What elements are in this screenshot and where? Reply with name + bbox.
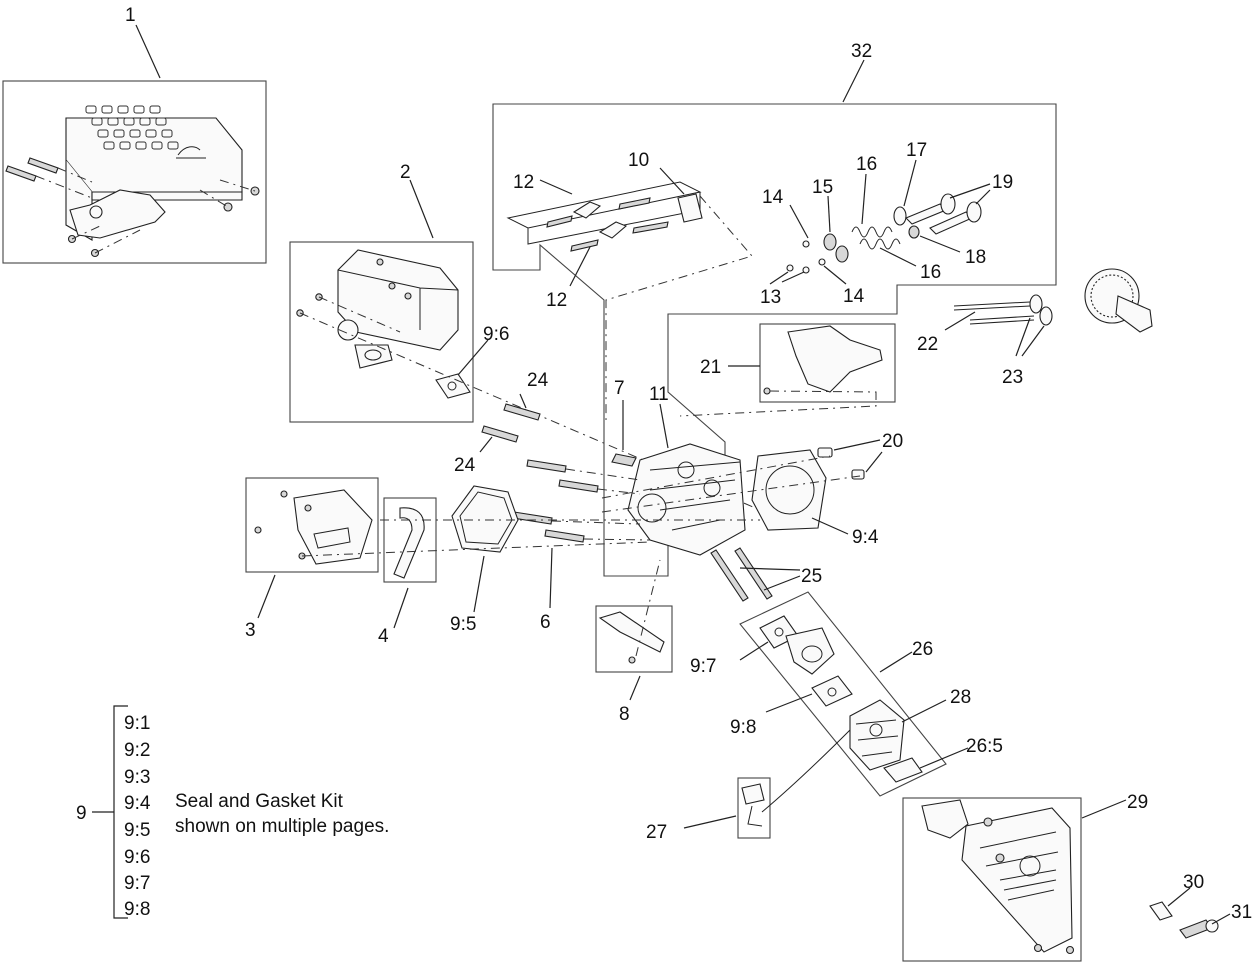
kit-description-line1: Seal and Gasket Kit <box>175 791 344 812</box>
label-27: 27 <box>646 822 667 843</box>
label-9-5: 9:5 <box>450 614 476 635</box>
label-7: 7 <box>614 378 625 399</box>
label-15: 15 <box>812 177 833 198</box>
kit-item-9-3: 9:3 <box>124 767 150 788</box>
part-26-box <box>739 591 947 797</box>
label-24-lower: 24 <box>454 455 476 476</box>
label-10: 10 <box>628 150 649 171</box>
cover-emblem <box>176 146 206 159</box>
label-30: 30 <box>1183 872 1204 893</box>
air-gasket <box>883 757 923 783</box>
solenoid-wire <box>747 729 851 827</box>
label-14-upper: 14 <box>762 187 784 208</box>
label-31: 31 <box>1231 902 1252 923</box>
carb-gasket <box>811 675 853 707</box>
carburetor <box>849 699 905 771</box>
label-9-8: 9:8 <box>730 717 756 738</box>
label-23: 23 <box>1002 367 1023 388</box>
part-21-box <box>759 323 896 403</box>
label-13: 13 <box>760 287 781 308</box>
kit-description-line2: shown on multiple pages. <box>175 816 389 837</box>
studs-24 <box>481 403 541 443</box>
bracket <box>69 189 166 239</box>
label-6: 6 <box>540 612 551 633</box>
part-1-cover-group <box>2 80 267 264</box>
label-1: 1 <box>125 5 136 26</box>
label-9-6: 9:6 <box>483 324 509 345</box>
part-3-box <box>245 477 379 573</box>
label-26-5: 26:5 <box>966 736 1003 757</box>
dowel-upper <box>817 447 833 458</box>
cover-vents <box>85 105 179 150</box>
muffler-edges <box>337 269 459 330</box>
cover-top <box>65 117 243 193</box>
head-gasket <box>751 449 827 531</box>
label-24-upper: 24 <box>527 370 549 391</box>
label-32: 32 <box>851 41 872 62</box>
part-27-box <box>737 777 771 839</box>
exhaust-gasket <box>435 373 471 399</box>
label-3: 3 <box>245 620 256 641</box>
bracket-boss <box>89 205 103 219</box>
rocker-arms-12 <box>506 181 702 252</box>
label-17: 17 <box>906 140 927 161</box>
muffler-body <box>337 249 459 351</box>
label-12-lower: 12 <box>546 290 567 311</box>
label-28: 28 <box>950 687 971 708</box>
part-4-box <box>383 497 437 583</box>
intake-stud-b <box>734 547 773 600</box>
kit-item-9-8: 9:8 <box>124 899 150 920</box>
label-9: 9 <box>76 803 87 824</box>
breather-tube <box>393 507 425 579</box>
valve-cover <box>293 489 373 565</box>
label-9-7: 9:7 <box>690 656 716 677</box>
kit-legend: 9 9:1 9:2 9:3 9:4 9:5 9:6 9:7 9:8 Seal a… <box>76 705 389 920</box>
valve-cover-gasket <box>451 485 519 553</box>
label-16-upper: 16 <box>856 154 877 175</box>
label-12-upper: 12 <box>513 172 534 193</box>
bracket-8 <box>598 611 665 653</box>
spark-plug <box>611 453 637 467</box>
label-19: 19 <box>992 172 1013 193</box>
label-20: 20 <box>882 431 903 452</box>
part-1-box <box>2 80 267 264</box>
label-16-lower: 16 <box>920 262 941 283</box>
label-29: 29 <box>1127 792 1148 813</box>
kit-item-9-1: 9:1 <box>124 713 150 734</box>
breather-plate <box>787 325 883 393</box>
part-29-box <box>902 797 1082 962</box>
kit-item-9-4: 9:4 <box>124 793 151 814</box>
solenoid <box>741 783 765 805</box>
part-2-box <box>289 241 474 423</box>
intake-stud-a <box>710 549 749 602</box>
kit-item-9-6: 9:6 <box>124 847 150 868</box>
dowel-lower <box>851 469 865 480</box>
label-8: 8 <box>619 704 630 725</box>
cylinder-head <box>627 443 746 556</box>
part-2-muffler-group <box>289 241 474 423</box>
camshaft-assembly <box>953 268 1153 333</box>
insulator <box>785 627 835 675</box>
label-4: 4 <box>378 626 389 647</box>
label-18: 18 <box>965 247 986 268</box>
air-cleaner-housing <box>921 799 1075 955</box>
label-25: 25 <box>801 566 822 587</box>
label-2: 2 <box>400 162 411 183</box>
head-bolts <box>512 459 599 543</box>
label-21: 21 <box>700 357 721 378</box>
kit-item-9-2: 9:2 <box>124 740 150 761</box>
valve-components <box>786 193 982 274</box>
kit-item-9-5: 9:5 <box>124 820 150 841</box>
ignition-switch <box>1149 901 1173 921</box>
part-8-box <box>595 605 673 673</box>
label-9-4: 9:4 <box>852 527 879 548</box>
muffler-outlet <box>337 319 359 341</box>
label-26: 26 <box>912 639 933 660</box>
rocker-plate-10 <box>677 193 703 223</box>
label-11: 11 <box>649 384 669 405</box>
kit-item-9-7: 9:7 <box>124 873 150 894</box>
label-14-lower: 14 <box>843 286 865 307</box>
label-22: 22 <box>917 334 938 355</box>
